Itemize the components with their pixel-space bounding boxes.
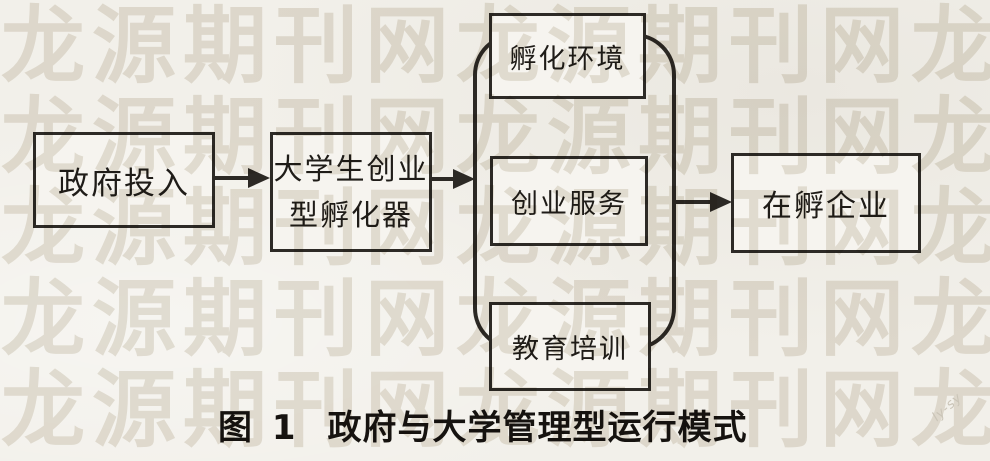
figure-caption-title: 政府与大学管理型运行模式: [327, 408, 748, 448]
node-incubated-enterprises: 在孵企业: [731, 153, 921, 253]
arrow-shaft: [676, 200, 710, 204]
figure-caption-label: 图 1: [218, 408, 300, 448]
node-label: 教育培训: [512, 334, 628, 365]
arrow-shaft: [215, 176, 248, 180]
node-label: 创业服务: [511, 188, 627, 220]
figure-caption: 图 1 政府与大学管理型运行模式: [218, 400, 748, 449]
arrow-gov-to-incubator: [215, 168, 270, 188]
node-university-incubator: 大学生创业 型孵化器: [270, 132, 432, 252]
node-incubation-environment: 孵化环境: [489, 13, 646, 99]
node-label-line2: 型孵化器: [288, 198, 413, 232]
node-label-line1: 大学生创业: [273, 152, 429, 186]
arrow-functions-to-enterprises: [676, 192, 732, 212]
arrow-incubator-to-functions: [432, 169, 475, 189]
node-startup-services: 创业服务: [490, 156, 648, 246]
arrow-shaft: [432, 177, 453, 181]
arrow-head-icon: [248, 168, 270, 188]
arrow-head-icon: [710, 192, 732, 212]
node-label: 孵化环境: [509, 43, 626, 75]
node-education-training: 教育培训: [489, 302, 651, 391]
node-government-investment: 政府投入: [33, 132, 215, 228]
node-label: 在孵企业: [762, 189, 890, 224]
node-label: 政府投入: [58, 165, 190, 202]
arrow-head-icon: [453, 169, 475, 189]
